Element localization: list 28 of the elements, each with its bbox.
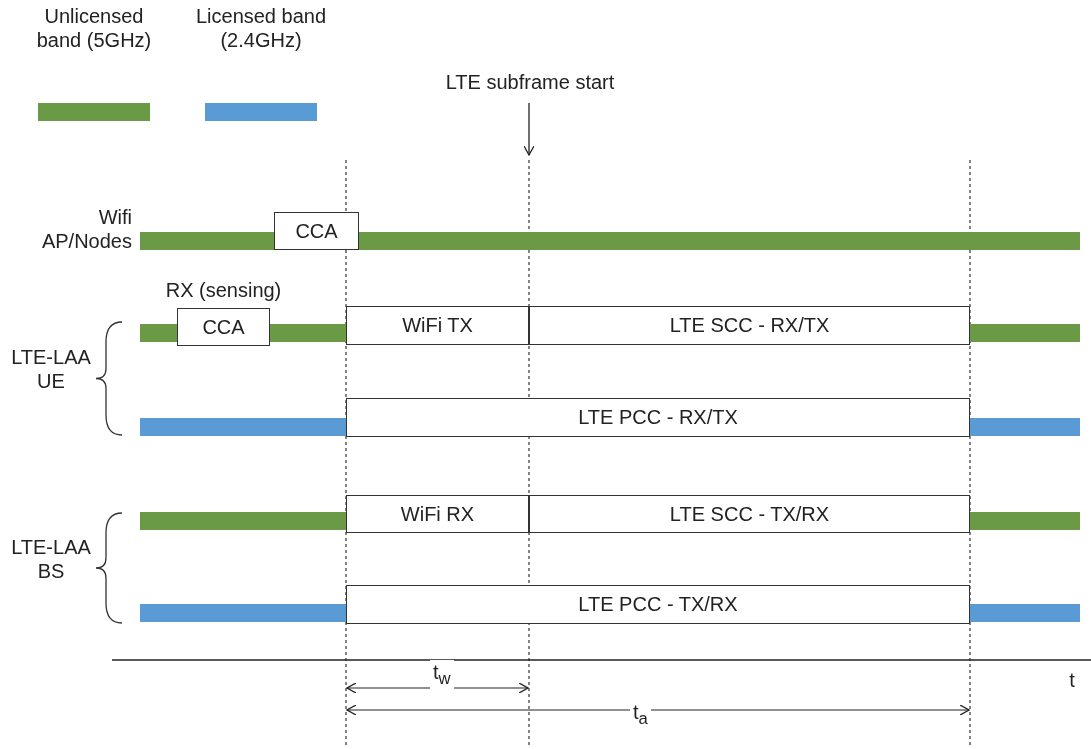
legend-label: Unlicensed band (5GHz) [35,4,153,52]
legend-label: Licensed band (2.4GHz) [195,4,327,52]
band-bar [970,604,1080,622]
signal-box: WiFi TX [346,306,529,345]
signal-box: LTE SCC - RX/TX [529,306,970,345]
band-bar [140,232,274,250]
band-bar [970,324,1080,342]
signal-box: LTE PCC - RX/TX [346,398,970,437]
row-label: LTE-LAA BS [10,535,92,583]
band-bar [970,512,1080,530]
band-bar [140,418,346,436]
axis-label: t [1068,668,1076,692]
row-label: Wifi AP/Nodes [40,205,132,253]
signal-box: CCA [177,308,270,346]
annotation-label: LTE subframe start [444,70,616,94]
band-bar [970,418,1080,436]
row-label: LTE-LAA UE [10,345,92,393]
band-bar [140,604,346,622]
signal-box: WiFi RX [346,495,529,533]
band-bar [140,512,346,530]
band-bar [359,232,1080,250]
signal-box: LTE PCC - TX/RX [346,585,970,624]
node-caption: RX (sensing) [164,278,283,302]
signal-box: LTE SCC - TX/RX [529,495,970,533]
signal-box: CCA [274,212,359,250]
band-bar [140,324,177,342]
dimension-label: t$_{w}$ [430,660,454,691]
band-bar [270,324,346,342]
